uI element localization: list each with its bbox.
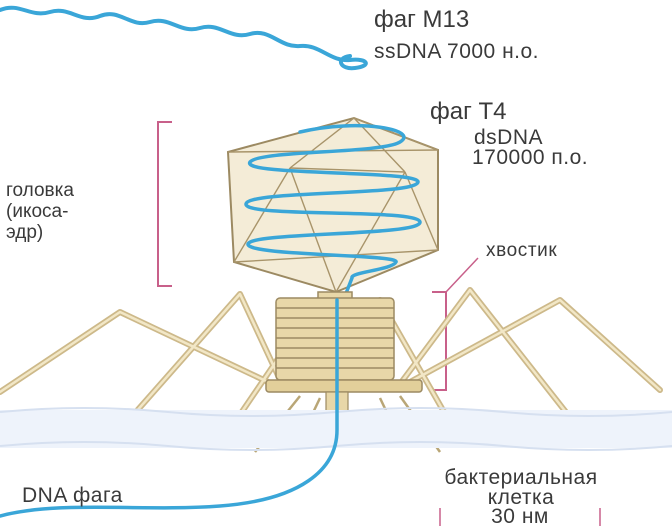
head-label-3: эдр) [6,222,43,243]
phage-head [228,118,438,296]
m13-title: фаг М13 [374,6,469,34]
tail-leader-line [446,258,478,292]
tail-label: хвостик [486,240,557,262]
scale-label: 30 нм [440,505,600,529]
base-plate [266,380,422,392]
tail-sheath [276,298,394,380]
t4-title: фаг Т4 [430,98,507,126]
m13-dna-strand [0,8,366,69]
phage-dna-label: DNA фага [22,484,123,508]
head-bracket [158,122,172,286]
m13-genome: ssDNA 7000 н.о. [374,40,539,64]
head-label-2: (икоса- [6,201,68,222]
t4-genome-size: 170000 п.о. [472,146,588,170]
head-label-1: головка [6,180,74,201]
